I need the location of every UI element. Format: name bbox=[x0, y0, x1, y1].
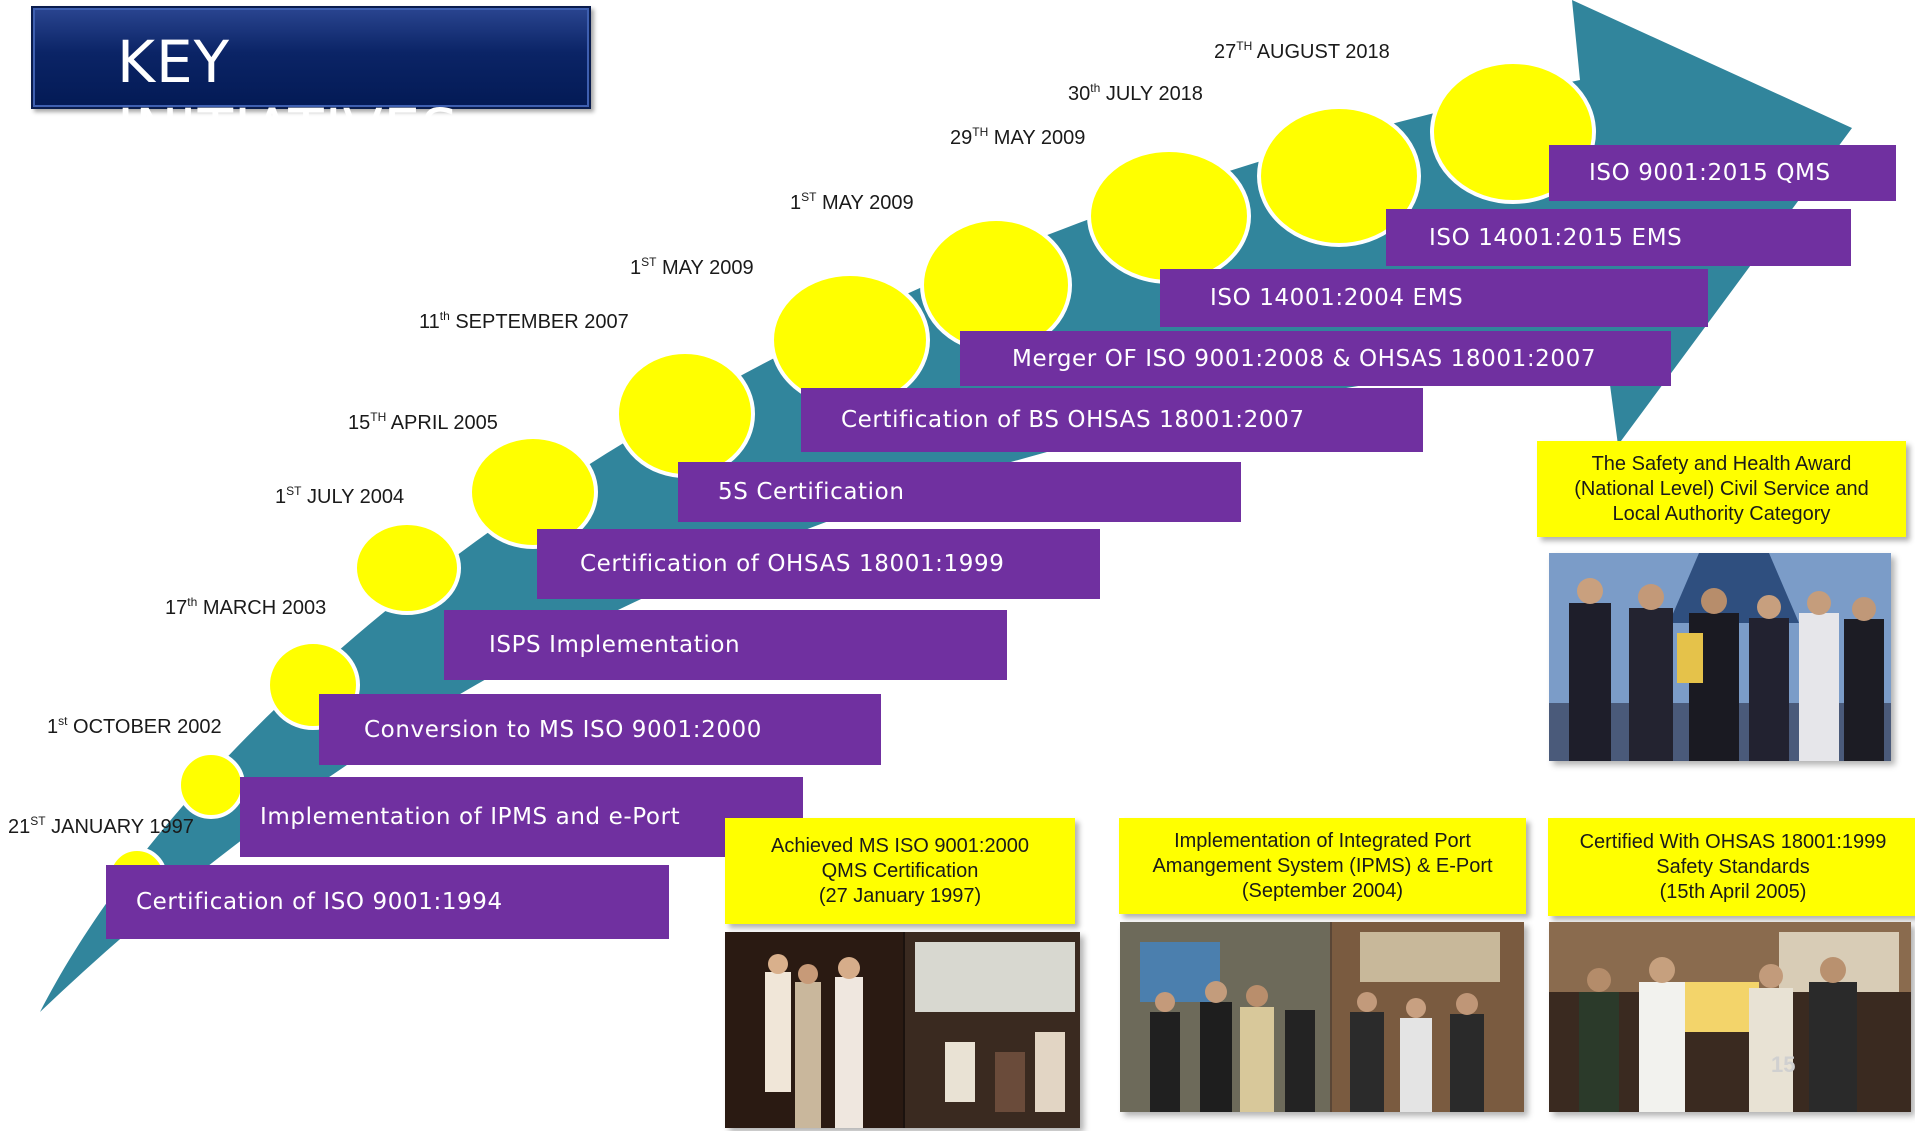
date-day: 27 bbox=[1214, 41, 1237, 63]
milestone-label: ISO 9001:2015 QMS bbox=[1589, 160, 1831, 186]
date-ordinal: ST bbox=[30, 814, 46, 828]
date-month-year: MAY 2009 bbox=[656, 257, 754, 279]
milestone-date: 1ST MAY 2009 bbox=[790, 190, 914, 215]
date-day: 1 bbox=[630, 257, 642, 279]
date-ordinal: st bbox=[58, 714, 68, 728]
milestone-date: 15TH APRIL 2005 bbox=[348, 410, 498, 435]
date-month-year: OCTOBER 2002 bbox=[67, 716, 222, 738]
milestone-date: 11th SEPTEMBER 2007 bbox=[419, 309, 629, 334]
date-ordinal: TH bbox=[370, 410, 387, 424]
title-banner: KEY INITIATIVES bbox=[31, 6, 591, 164]
date-day: 21 bbox=[8, 816, 31, 838]
date-ordinal: ST bbox=[286, 484, 302, 498]
date-month-year: AUGUST 2018 bbox=[1252, 41, 1390, 63]
milestone-bar: Conversion to MS ISO 9001:2000 bbox=[319, 694, 881, 765]
milestone-date: 17th MARCH 2003 bbox=[165, 595, 327, 620]
date-day: 17 bbox=[165, 597, 188, 619]
date-day: 1 bbox=[275, 486, 287, 508]
date-month-year: JANUARY 1997 bbox=[45, 816, 194, 838]
caption-ipms: Implementation of Integrated Port Amange… bbox=[1119, 818, 1526, 914]
milestone-bar: Certification of OHSAS 18001:1999 bbox=[537, 529, 1100, 599]
date-ordinal: ST bbox=[801, 190, 817, 204]
date-month-year: APRIL 2005 bbox=[386, 412, 498, 434]
milestone-bar: ISO 9001:2015 QMS bbox=[1549, 145, 1896, 201]
milestone-date: 30th JULY 2018 bbox=[1068, 81, 1203, 106]
milestone-bar: Certification of BS OHSAS 18001:2007 bbox=[801, 388, 1423, 452]
milestone-circle bbox=[1087, 148, 1251, 284]
milestone-bar: ISO 14001:2015 EMS bbox=[1386, 209, 1851, 266]
slide-number: 15 bbox=[1771, 1052, 1796, 1077]
caption-line: QMS Certification bbox=[821, 859, 979, 882]
caption-line: The Safety and Health Award bbox=[1591, 452, 1852, 475]
milestone-bar: Merger OF ISO 9001:2008 & OHSAS 18001:20… bbox=[960, 331, 1671, 386]
date-ordinal: th bbox=[1090, 81, 1101, 95]
date-day: 1 bbox=[47, 716, 59, 738]
milestone-label: ISO 14001:2015 EMS bbox=[1429, 224, 1683, 251]
date-month-year: JULY 2018 bbox=[1100, 83, 1203, 105]
milestone-date: 29TH MAY 2009 bbox=[950, 125, 1086, 150]
milestone-date: 27TH AUGUST 2018 bbox=[1214, 39, 1390, 64]
caption-line: Safety Standards bbox=[1656, 855, 1810, 878]
milestone-circle bbox=[770, 272, 930, 408]
page-title: KEY INITIATIVES bbox=[117, 28, 459, 164]
date-day: 30 bbox=[1068, 83, 1091, 105]
date-month-year: MARCH 2003 bbox=[197, 597, 327, 619]
milestone-bar: Certification of ISO 9001:1994 bbox=[106, 865, 669, 939]
date-day: 11 bbox=[419, 311, 440, 333]
milestone-circle bbox=[468, 435, 598, 549]
date-month-year: MAY 2009 bbox=[816, 192, 914, 214]
caption-safety-award: The Safety and Health Award (National Le… bbox=[1537, 441, 1906, 537]
caption-line: (National Level) Civil Service and bbox=[1574, 477, 1869, 500]
date-ordinal: ST bbox=[641, 255, 657, 269]
caption-ms-iso-9001: Achieved MS ISO 9001:2000 QMS Certificat… bbox=[725, 818, 1075, 924]
date-ordinal: TH bbox=[1236, 39, 1253, 53]
date-ordinal: th bbox=[439, 309, 450, 323]
caption-line: Local Authority Category bbox=[1612, 502, 1831, 525]
milestone-date: 1ST MAY 2009 bbox=[630, 255, 754, 280]
date-day: 1 bbox=[790, 192, 802, 214]
milestone-label: Certification of OHSAS 18001:1999 bbox=[580, 551, 1005, 577]
date-month-year: JULY 2004 bbox=[301, 486, 405, 508]
milestone-label: Certification of ISO 9001:1994 bbox=[136, 889, 503, 915]
date-day: 15 bbox=[348, 412, 371, 434]
milestone-bar: ISPS Implementation bbox=[444, 610, 1007, 680]
milestone-circles bbox=[107, 60, 1596, 907]
date-day: 29 bbox=[950, 127, 973, 149]
launch-photo bbox=[1120, 922, 1524, 1112]
milestone-circle bbox=[177, 751, 245, 819]
milestone-date: 1ST JULY 2004 bbox=[275, 484, 405, 509]
milestone-circle bbox=[615, 350, 755, 478]
caption-line: Amangement System (IPMS) & E-Port bbox=[1152, 854, 1493, 877]
caption-ohsas-18001: Certified With OHSAS 18001:1999 Safety S… bbox=[1548, 818, 1915, 916]
milestone-label: Certification of BS OHSAS 18001:2007 bbox=[841, 407, 1305, 433]
ceremony-photo bbox=[725, 932, 1080, 1128]
milestone-label: ISO 14001:2004 EMS bbox=[1210, 285, 1464, 311]
caption-line: (September 2004) bbox=[1241, 879, 1404, 902]
milestone-label: Merger OF ISO 9001:2008 & OHSAS 18001:20… bbox=[1012, 345, 1597, 372]
milestone-bar: ISO 14001:2004 EMS bbox=[1160, 269, 1708, 327]
caption-line: (27 January 1997) bbox=[818, 884, 982, 907]
milestone-label: ISPS Implementation bbox=[489, 632, 741, 658]
milestone-bar: 5S Certification bbox=[678, 462, 1241, 522]
milestone-date: 1st OCTOBER 2002 bbox=[47, 714, 222, 739]
milestone-circle bbox=[353, 521, 461, 615]
date-month-year: SEPTEMBER 2007 bbox=[449, 311, 629, 333]
caption-line: Achieved MS ISO 9001:2000 bbox=[771, 834, 1029, 857]
milestone-label: Conversion to MS ISO 9001:2000 bbox=[364, 716, 763, 743]
milestone-label: Implementation of IPMS and e-Port bbox=[260, 804, 681, 830]
date-ordinal: TH bbox=[972, 125, 989, 139]
award-photo bbox=[1549, 553, 1891, 761]
certificate-photo bbox=[1549, 922, 1911, 1112]
date-month-year: MAY 2009 bbox=[988, 127, 1086, 149]
milestone-label: 5S Certification bbox=[718, 479, 905, 505]
milestone-circle bbox=[1257, 105, 1421, 247]
milestone-date: 21ST JANUARY 1997 bbox=[8, 814, 194, 839]
caption-line: Implementation of Integrated Port bbox=[1174, 829, 1471, 852]
caption-line: Certified With OHSAS 18001:1999 bbox=[1579, 830, 1887, 853]
caption-line: (15th April 2005) bbox=[1659, 880, 1807, 903]
date-ordinal: th bbox=[187, 595, 198, 609]
milestone-bar: Implementation of IPMS and e-Port bbox=[240, 777, 803, 857]
